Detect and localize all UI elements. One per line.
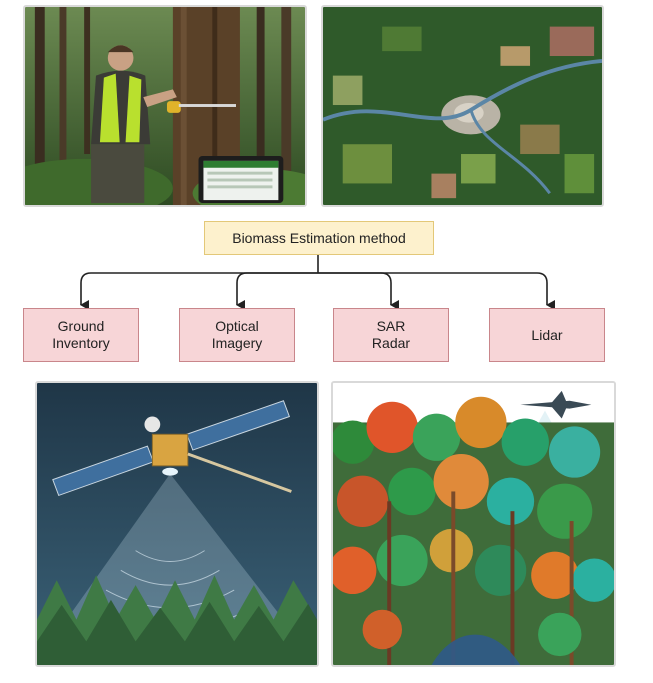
biomass-estimation-method-box: Biomass Estimation method <box>204 221 434 255</box>
connector-arrow-1 <box>237 273 318 305</box>
connector-arrow-2 <box>318 273 391 305</box>
sar-radar-box: SAR Radar <box>333 308 449 362</box>
lidar-box: Lidar <box>489 308 605 362</box>
sar-radar-illustration <box>35 381 319 667</box>
ground-inventory-box: Ground Inventory <box>23 308 139 362</box>
ground-inventory-label: Ground Inventory <box>52 318 110 352</box>
lidar-illustration <box>331 381 616 667</box>
connector-arrow-3 <box>318 273 547 305</box>
ground-inventory-photo <box>23 5 307 207</box>
optical-imagery-label: Optical Imagery <box>212 318 263 352</box>
connector-arrow-0 <box>81 273 318 305</box>
optical-imagery-photo <box>321 5 604 207</box>
root-label: Biomass Estimation method <box>232 230 406 246</box>
lidar-label: Lidar <box>531 327 562 344</box>
optical-imagery-box: Optical Imagery <box>179 308 295 362</box>
sar-radar-label: SAR Radar <box>372 318 410 352</box>
